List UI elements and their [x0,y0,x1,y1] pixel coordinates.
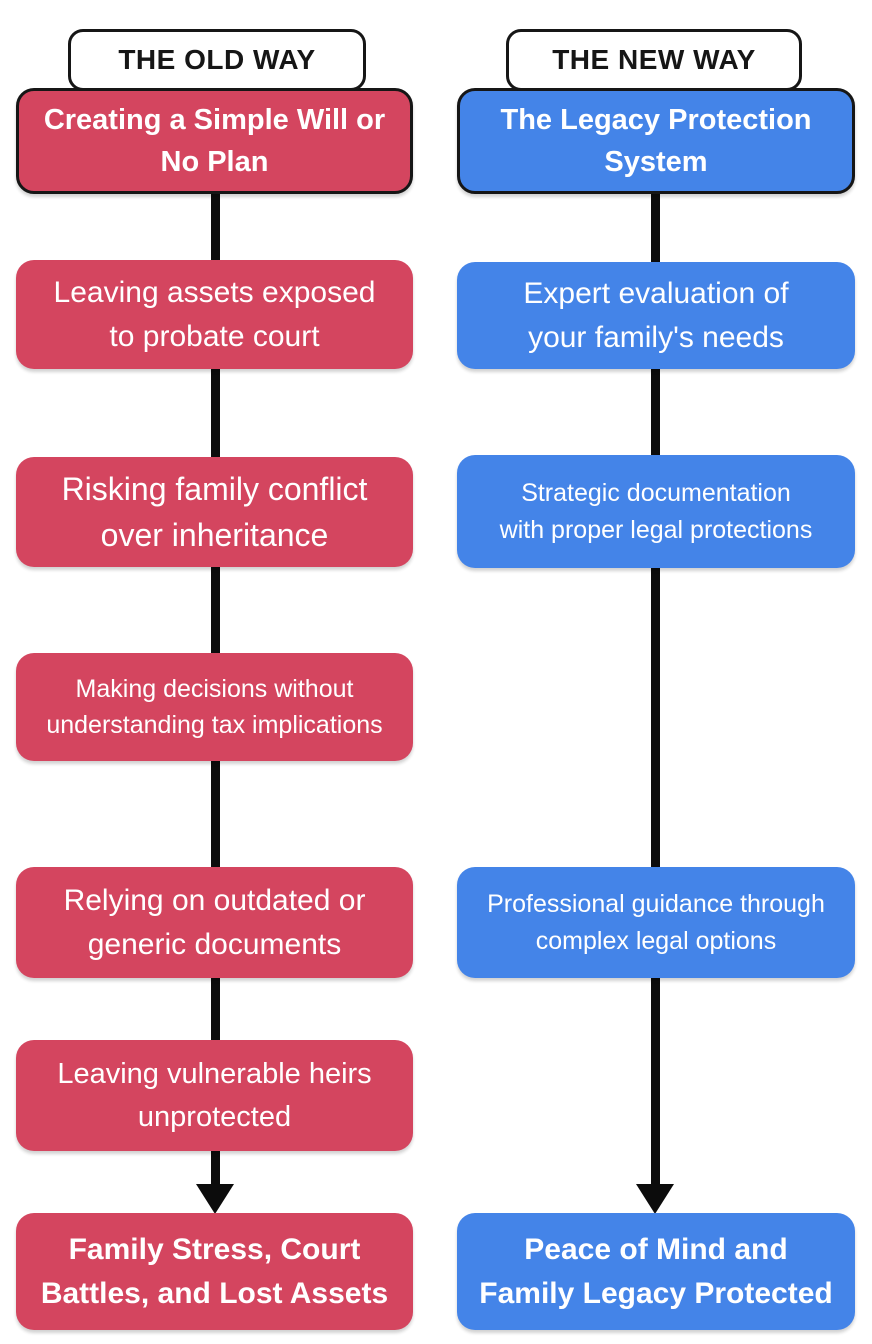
old-way-box-tax: Making decisions without understanding t… [16,653,413,761]
old-way-down-arrow-icon [196,1184,234,1214]
old-way-box-probate: Leaving assets exposed to probate court [16,260,413,369]
new-way-box-evaluation: Expert evaluation of your family's needs [457,262,855,369]
new-way-down-arrow-icon [636,1184,674,1214]
new-way-box-start: The Legacy Protection System [457,88,855,194]
old-way-box-start: Creating a Simple Will or No Plan [16,88,413,194]
new-way-box-guidance: Professional guidance through complex le… [457,867,855,978]
new-way-box-documentation: Strategic documentation with proper lega… [457,455,855,568]
old-way-box-conflict: Risking family conflict over inheritance [16,457,413,567]
old-way-box-heirs: Leaving vulnerable heirs unprotected [16,1040,413,1151]
new-way-flow-line [651,150,660,1190]
old-way-box-outdated: Relying on outdated or generic documents [16,867,413,978]
new-way-box-outcome: Peace of Mind and Family Legacy Protecte… [457,1213,855,1330]
old-way-header: THE OLD WAY [68,29,366,91]
old-way-box-outcome: Family Stress, Court Battles, and Lost A… [16,1213,413,1330]
new-way-header: THE NEW WAY [506,29,802,91]
